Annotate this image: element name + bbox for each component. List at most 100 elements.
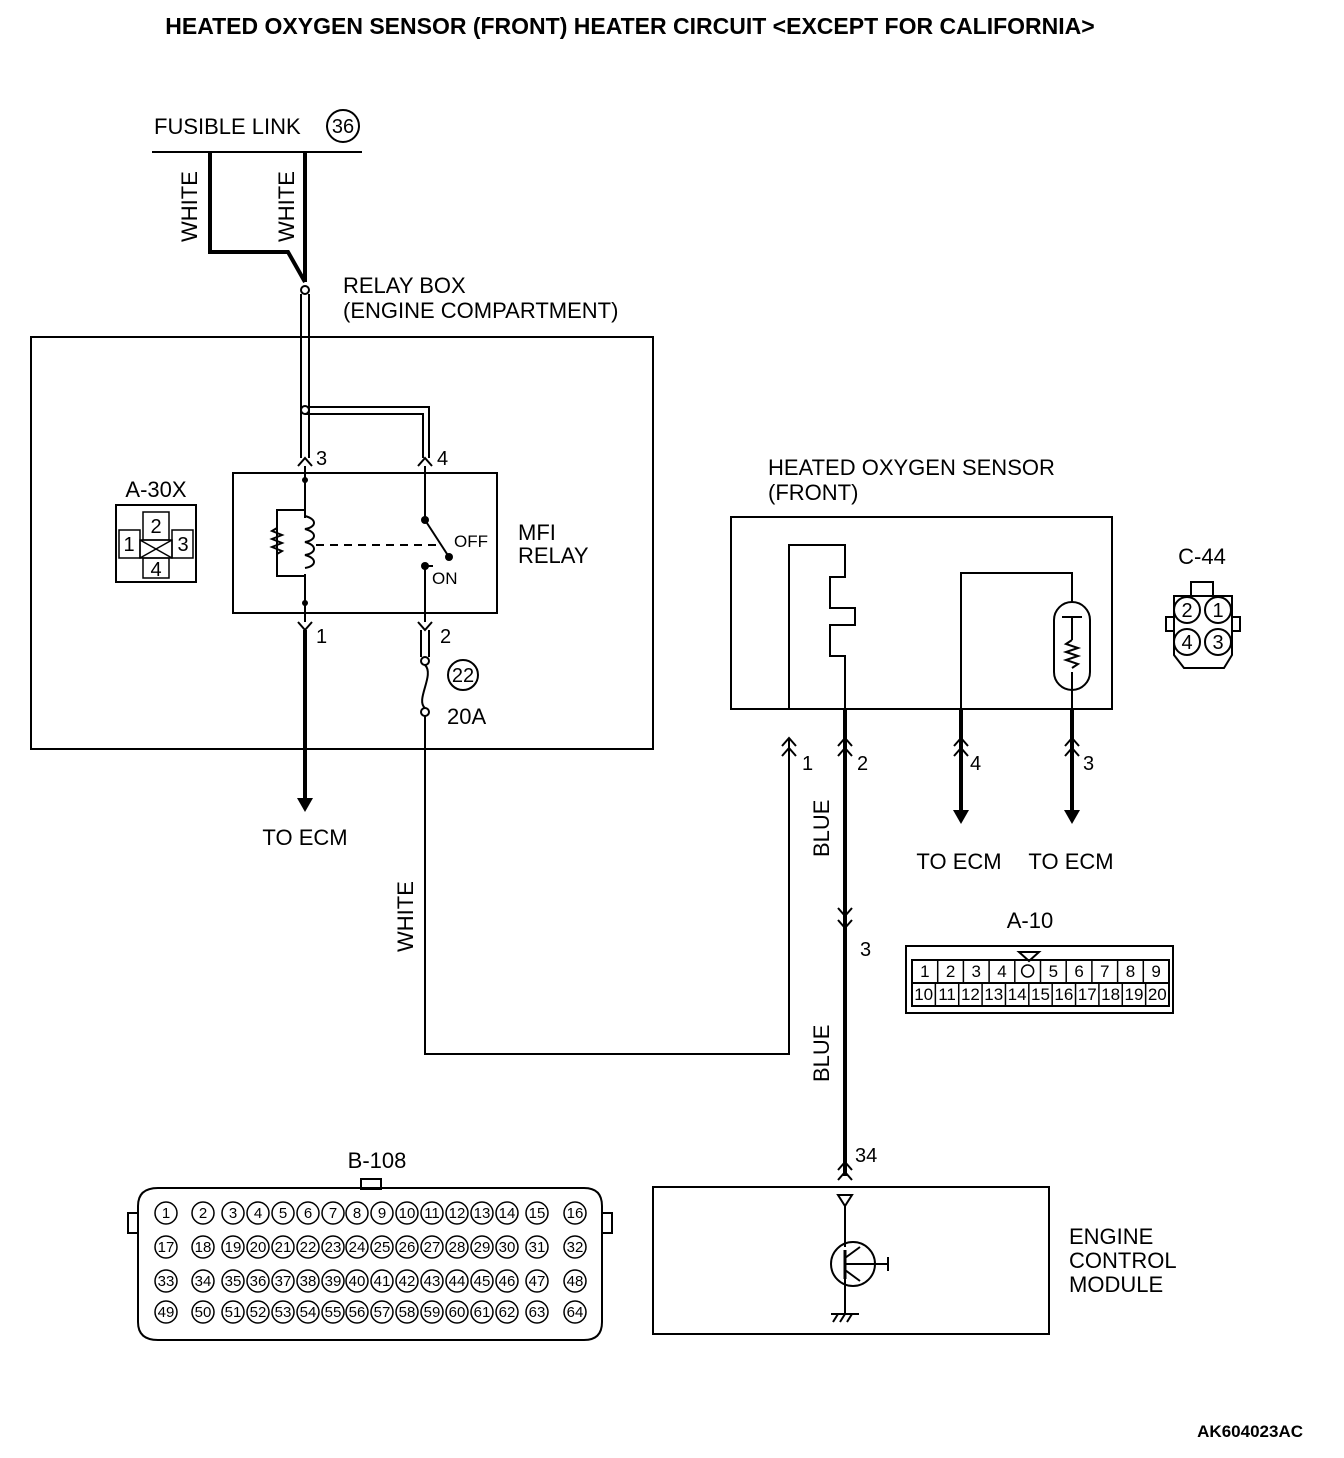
b108-pin: [246, 1235, 270, 1259]
b108-pin-number: 17: [158, 1239, 175, 1256]
b108-pin: [321, 1269, 345, 1293]
c44-pin-2: 2: [1181, 600, 1192, 622]
relay-pin-4: 4: [437, 448, 448, 470]
relay-box-label: RELAY BOX: [343, 273, 466, 298]
a10-pin-label: 12: [961, 985, 980, 1004]
b108-pin-number: 43: [424, 1273, 441, 1290]
b108-pin-number: 28: [449, 1239, 466, 1256]
b108-pin-number: 13: [474, 1205, 491, 1222]
white-heater-feed-wire: WHITE: [393, 716, 790, 1055]
b108-pin: [563, 1269, 587, 1293]
b108-pin-number: 4: [254, 1205, 262, 1222]
ecm-label: ENGINE: [1069, 1224, 1153, 1249]
connector-b108-id: B-108: [348, 1148, 407, 1173]
b108-pin-number: 37: [275, 1273, 292, 1290]
a30x-pin-2: 2: [150, 516, 161, 538]
b108-pin-number: 45: [474, 1273, 491, 1290]
b108-pin-number: 32: [567, 1239, 584, 1256]
a30x-pin-1: 1: [123, 534, 134, 556]
a30x-pin-3: 3: [177, 534, 188, 556]
b108-pin-number: 34: [195, 1273, 212, 1290]
b108-pin: [246, 1300, 270, 1324]
mfi-relay: MFI RELAY 3 4 1 2 OFF ON: [232, 448, 589, 648]
fusible-link-number: 36: [332, 116, 354, 138]
sensor-pins: 1 2 4 TO ECM 3 TO ECM: [781, 709, 1114, 874]
b108-pin: [525, 1235, 549, 1259]
b108-pin: [271, 1235, 295, 1259]
b108-pin-number: 23: [325, 1239, 342, 1256]
b108-pin: [221, 1269, 245, 1293]
b108-pin-number: 50: [195, 1304, 212, 1321]
b108-pin: [495, 1300, 519, 1324]
b108-pin: [321, 1201, 345, 1225]
relay-box-wiring: [300, 294, 430, 458]
to-ecm-label: TO ECM: [1028, 849, 1113, 874]
a10-pin-label: 19: [1124, 985, 1143, 1004]
b108-pin: [296, 1201, 320, 1225]
c44-pin-4: 4: [1181, 632, 1192, 654]
b108-pin: [445, 1300, 469, 1324]
b108-pin: [370, 1300, 394, 1324]
b108-pin: [445, 1235, 469, 1259]
b108-pin-number: 62: [499, 1304, 516, 1321]
blue-heater-control-wire: BLUE 3 BLUE 34: [809, 709, 877, 1181]
a10-pin-3: 3: [860, 939, 871, 961]
to-ecm-label: TO ECM: [916, 849, 1001, 874]
b108-pin-number: 25: [374, 1239, 391, 1256]
sensor-pin-2: 2: [857, 753, 868, 775]
a10-pin-label: 2: [946, 962, 955, 981]
b108-pin: [445, 1269, 469, 1293]
heated-oxygen-sensor: HEATED OXYGEN SENSOR (FRONT): [730, 455, 1113, 710]
b108-pin: [370, 1269, 394, 1293]
b108-pin-number: 30: [499, 1239, 516, 1256]
b108-pin-number: 60: [449, 1304, 466, 1321]
ecm-label: CONTROL: [1069, 1248, 1177, 1273]
a10-pin-label: 13: [984, 985, 1003, 1004]
a10-pin-label: 1: [920, 962, 929, 981]
b108-pin-number: 57: [374, 1304, 391, 1321]
b108-pin-number: 15: [529, 1205, 546, 1222]
b108-pin-number: 8: [353, 1205, 361, 1222]
b108-pin: [395, 1201, 419, 1225]
b108-pin: [420, 1235, 444, 1259]
b108-pin-number: 48: [567, 1273, 584, 1290]
b108-pin: [321, 1235, 345, 1259]
connector-a30x-id: A-30X: [125, 477, 186, 502]
relay-pin-1: 1: [316, 626, 327, 648]
b108-pin: [296, 1269, 320, 1293]
b108-pin-number: 10: [399, 1205, 416, 1222]
b108-pin: [154, 1235, 178, 1259]
b108-pin-number: 64: [567, 1304, 584, 1321]
figure-code: AK604023AC: [1197, 1422, 1303, 1441]
b108-pin: [191, 1300, 215, 1324]
b108-pin: [154, 1300, 178, 1324]
switch-off-label: OFF: [454, 532, 488, 551]
b108-pin-number: 21: [275, 1239, 292, 1256]
fuse-20a: 22 20A: [420, 630, 486, 729]
b108-pin-number: 22: [300, 1239, 317, 1256]
b108-pin: [470, 1300, 494, 1324]
a10-pin-label: 16: [1054, 985, 1073, 1004]
b108-pin: [370, 1201, 394, 1225]
b108-pin: [271, 1201, 295, 1225]
a10-pin-label: 4: [997, 962, 1006, 981]
b108-pin: [563, 1201, 587, 1225]
b108-pin: [154, 1269, 178, 1293]
a10-pin-label: 11: [938, 985, 956, 1004]
b108-pin: [246, 1269, 270, 1293]
b108-pin: [191, 1201, 215, 1225]
sensor-pin-3: 3: [1083, 753, 1094, 775]
a10-pin-label: 9: [1151, 962, 1160, 981]
b108-pin: [495, 1201, 519, 1225]
switch-on-label: ON: [432, 569, 458, 588]
relay-box: [30, 336, 654, 750]
b108-pin-number: 38: [300, 1273, 317, 1290]
b108-pin: [246, 1201, 270, 1225]
connector-c44-id: C-44: [1178, 544, 1226, 569]
a30x-pin-4: 4: [150, 559, 161, 581]
b108-pin: [345, 1235, 369, 1259]
wire-color-white: WHITE: [274, 171, 299, 242]
b108-pin-number: 53: [275, 1304, 292, 1321]
